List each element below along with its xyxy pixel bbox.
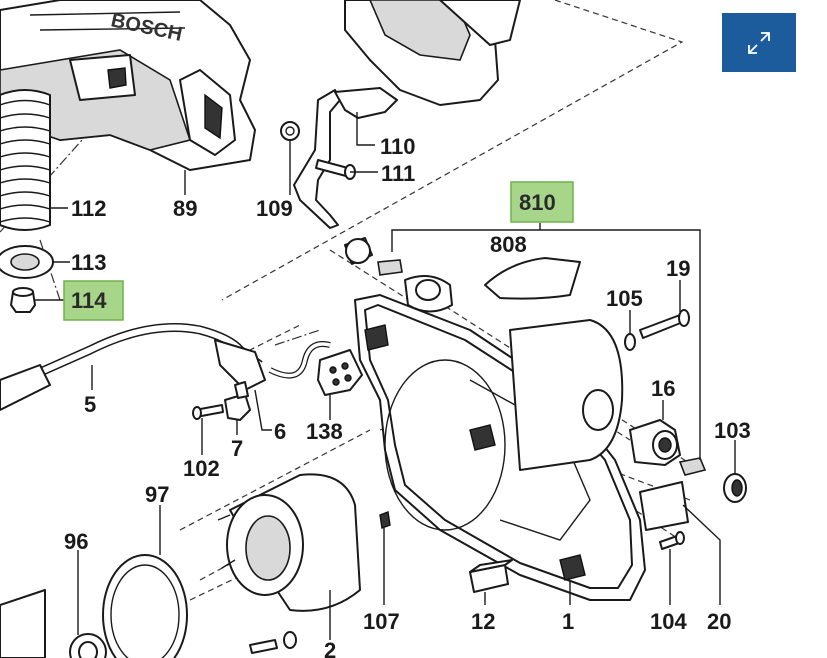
part-96-bearing bbox=[69, 633, 107, 658]
part-810-brush-holder-set bbox=[344, 237, 453, 313]
label-97[interactable]: 97 bbox=[145, 482, 169, 507]
part-109-clip bbox=[280, 121, 300, 141]
label-89[interactable]: 89 bbox=[173, 196, 197, 221]
label-20[interactable]: 20 bbox=[707, 609, 731, 634]
highlight-box-810 bbox=[510, 181, 574, 223]
part-107-pin bbox=[379, 511, 391, 529]
part-2-stator bbox=[217, 473, 361, 612]
label-105[interactable]: 105 bbox=[606, 286, 643, 311]
label-96[interactable]: 96 bbox=[64, 529, 88, 554]
label-810[interactable]: 810 bbox=[519, 190, 556, 215]
label-16[interactable]: 16 bbox=[651, 376, 675, 401]
part-103-brush-cap bbox=[678, 457, 747, 503]
leader-lines bbox=[35, 112, 736, 658]
expand-button[interactable] bbox=[722, 13, 796, 72]
handle-part bbox=[344, 0, 521, 106]
label-1[interactable]: 1 bbox=[562, 609, 574, 634]
label-19[interactable]: 19 bbox=[666, 256, 690, 281]
part-138-terminal-block bbox=[317, 349, 363, 396]
label-111[interactable]: 111 bbox=[381, 161, 415, 186]
part-19-screw bbox=[639, 309, 690, 339]
label-114[interactable]: 114 bbox=[71, 288, 107, 313]
part-16-brush-holder bbox=[629, 419, 681, 466]
part-97-ring bbox=[102, 554, 188, 658]
part-12-carbon-brush bbox=[469, 559, 513, 593]
bottom-small-parts bbox=[249, 631, 297, 654]
label-7[interactable]: 7 bbox=[231, 436, 243, 461]
label-808[interactable]: 808 bbox=[490, 232, 527, 257]
label-104[interactable]: 104 bbox=[650, 609, 687, 634]
label-138[interactable]: 138 bbox=[306, 419, 343, 444]
part-1-motor-housing bbox=[354, 294, 646, 601]
part-5-power-cable bbox=[0, 323, 331, 411]
part-808-label-sheet bbox=[484, 257, 581, 300]
expand-arrows-icon bbox=[748, 31, 770, 54]
label-2[interactable]: 2 bbox=[324, 638, 336, 658]
label-6[interactable]: 6 bbox=[274, 419, 286, 444]
label-112[interactable]: 112 bbox=[71, 196, 107, 221]
part-104-screw bbox=[659, 531, 685, 550]
part-105-washer bbox=[624, 333, 636, 351]
part-112-spring bbox=[0, 89, 51, 231]
label-102[interactable]: 102 bbox=[183, 456, 220, 481]
highlight-box-114 bbox=[63, 280, 124, 321]
label-103[interactable]: 103 bbox=[714, 418, 751, 443]
part-110-bracket bbox=[293, 87, 398, 229]
part-20-label bbox=[639, 481, 689, 531]
part-labels: 89 109 110 111 112 113 114 810 808 19 10… bbox=[64, 134, 751, 658]
label-110[interactable]: 110 bbox=[380, 134, 416, 159]
label-107[interactable]: 107 bbox=[363, 609, 400, 634]
part-113-washer bbox=[0, 245, 54, 279]
part-7-cable-clamp bbox=[224, 381, 251, 421]
part-102-screw bbox=[192, 404, 224, 420]
part-111-screw bbox=[315, 159, 356, 180]
label-5[interactable]: 5 bbox=[84, 392, 96, 417]
label-113[interactable]: 113 bbox=[71, 250, 107, 275]
part-114-knob bbox=[10, 287, 36, 313]
motor-cylinder bbox=[509, 319, 624, 471]
bottom-left-plate bbox=[0, 589, 46, 658]
label-109[interactable]: 109 bbox=[256, 196, 293, 221]
label-12[interactable]: 12 bbox=[471, 609, 495, 634]
